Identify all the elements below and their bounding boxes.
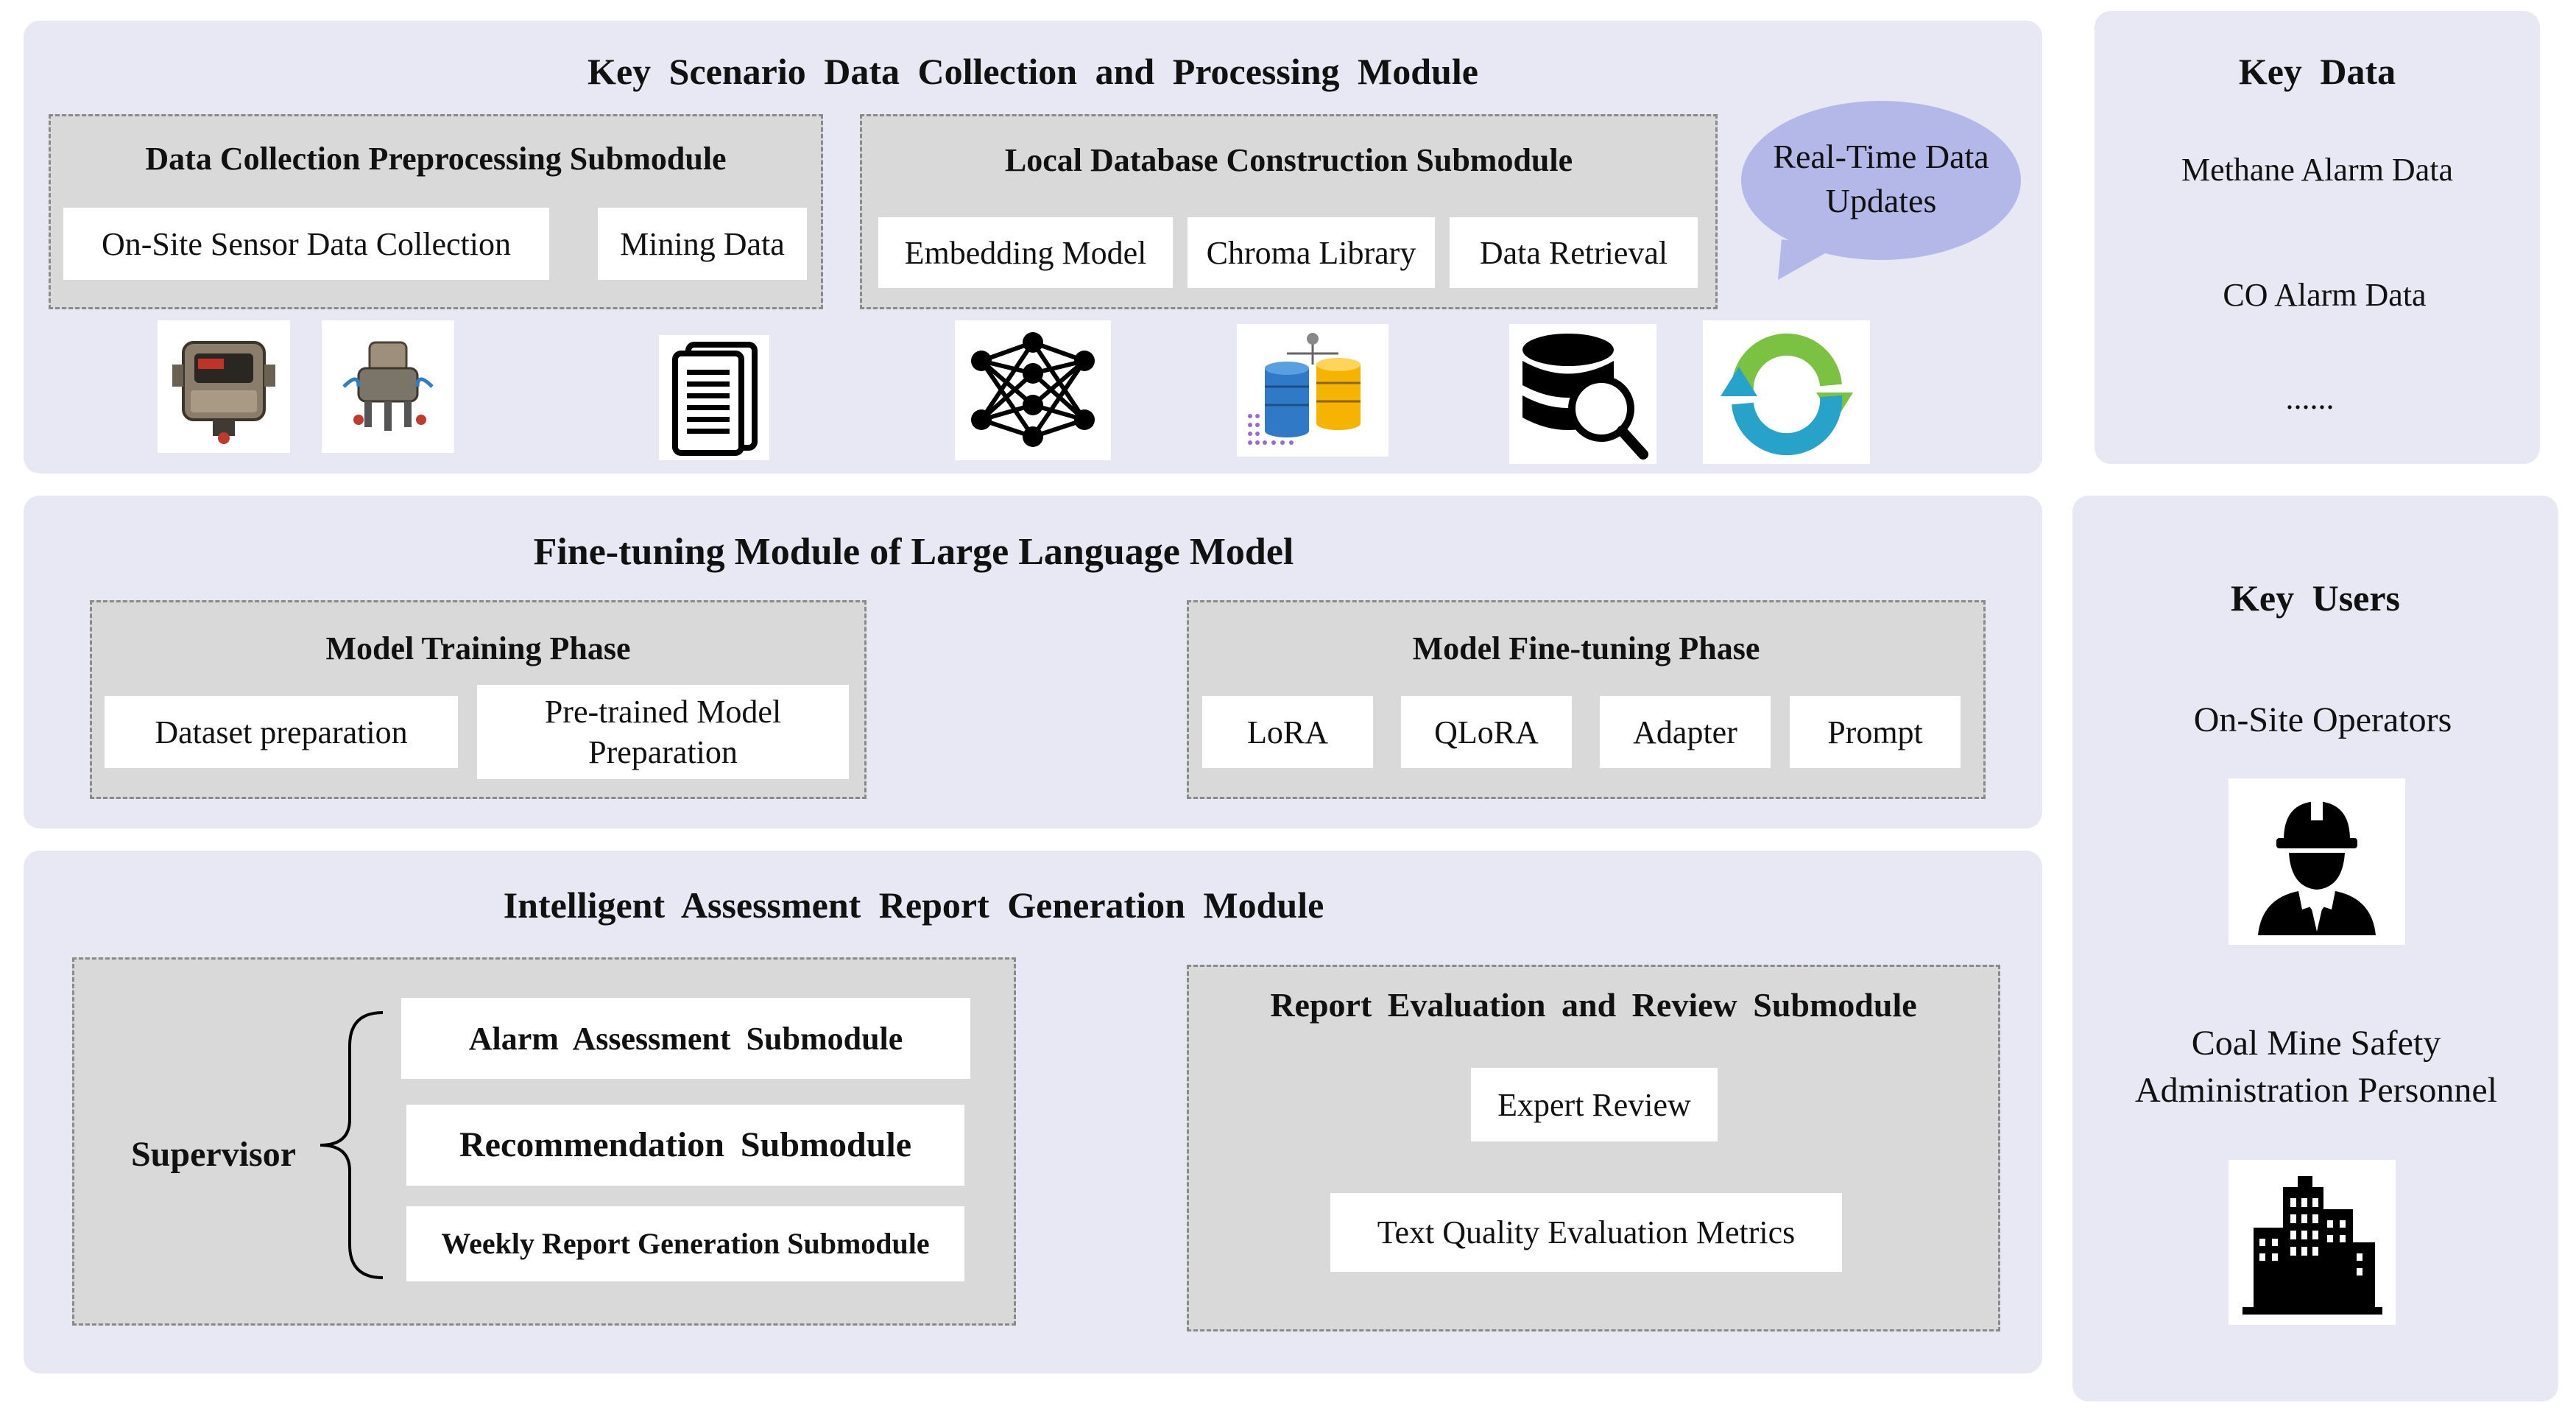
database-submodule-title: Local Database Construction Submodule xyxy=(1004,142,1573,178)
real-time-bubble-text: Real-Time Data Updates xyxy=(1773,138,1989,219)
safety-administration-label: Coal Mine Safety Administration Personne… xyxy=(2135,1024,2497,1110)
on-site-operators-label: On-Site Operators xyxy=(2193,700,2452,739)
key-data-panel xyxy=(2095,11,2540,464)
database-search-icon xyxy=(1509,324,1656,464)
real-time-bubble-shape xyxy=(1741,101,2021,280)
chroma-library-box: Chroma Library xyxy=(1188,217,1435,288)
expert-review-box: Expert Review xyxy=(1471,1068,1718,1141)
pretrained-model-box: Pre-trained Model Preparation xyxy=(477,685,849,779)
supervisor-label: Supervisor xyxy=(130,1135,296,1174)
finetune-module-title: Fine-tuning Module of Large Language Mod… xyxy=(533,531,1294,573)
lora-box: LoRA xyxy=(1202,696,1373,768)
refresh-cycle-icon xyxy=(1703,320,1870,464)
building-icon xyxy=(2229,1160,2396,1325)
qlora-box: QLoRA xyxy=(1401,696,1572,768)
embedding-model-box: Embedding Model xyxy=(878,217,1173,288)
preprocessing-submodule-title: Data Collection Preprocessing Submodule xyxy=(145,141,727,177)
adapter-box: Adapter xyxy=(1600,696,1771,768)
evaluation-submodule-title: Report Evaluation and Review Submodule xyxy=(1270,986,1917,1024)
supervisor-brace-icon xyxy=(320,1011,384,1279)
gas-sensor-icon xyxy=(158,320,290,453)
co-alarm-data-label: CO Alarm Data xyxy=(2223,277,2427,313)
vector-database-icon xyxy=(1237,324,1388,457)
finetuning-phase-title: Model Fine-tuning Phase xyxy=(1412,630,1760,666)
training-phase-title: Model Training Phase xyxy=(325,630,631,666)
text-quality-metrics-box: Text Quality Evaluation Metrics xyxy=(1330,1193,1842,1272)
sensor-device-icon xyxy=(322,320,454,453)
document-icon xyxy=(659,335,769,460)
prompt-box: Prompt xyxy=(1790,696,1961,768)
collection-module-title: Key Scenario Data Collection and Process… xyxy=(587,51,1478,92)
recommendation-box: Recommendation Submodule xyxy=(406,1105,964,1186)
neural-network-icon xyxy=(955,320,1111,460)
data-retrieval-box: Data Retrieval xyxy=(1450,217,1698,288)
mining-data-box: Mining Data xyxy=(598,208,807,280)
report-module-title: Intelligent Assessment Report Generation… xyxy=(503,884,1324,926)
weekly-report-box: Weekly Report Generation Submodule xyxy=(406,1206,964,1281)
worker-icon xyxy=(2229,778,2405,945)
key-data-title: Key Data xyxy=(2238,51,2396,92)
key-users-title: Key Users xyxy=(2231,577,2400,619)
methane-alarm-data-label: Methane Alarm Data xyxy=(2181,152,2453,188)
more-data-ellipsis: ...... xyxy=(2285,380,2335,416)
dataset-preparation-box: Dataset preparation xyxy=(105,696,458,768)
sensor-data-collection-box: On-Site Sensor Data Collection xyxy=(63,208,549,280)
alarm-assessment-box: Alarm Assessment Submodule xyxy=(401,998,970,1079)
